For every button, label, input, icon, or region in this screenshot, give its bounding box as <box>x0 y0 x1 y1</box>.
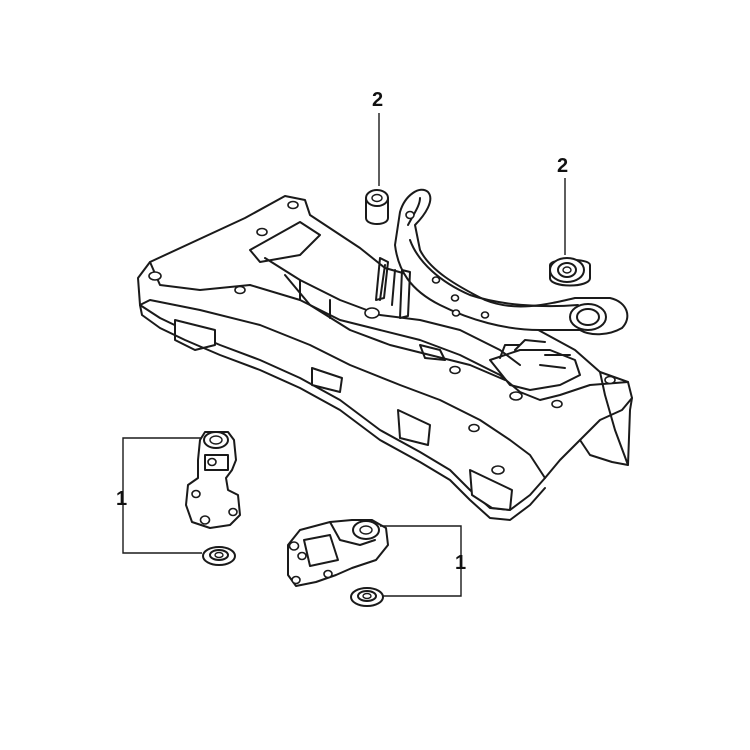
callout-2-right: 2 <box>557 155 568 177</box>
subframe-holes <box>148 200 616 475</box>
washer-right <box>350 587 384 607</box>
leader-lines <box>122 113 566 597</box>
bushing-right <box>549 257 591 287</box>
callout-1-right: 1 <box>455 552 466 574</box>
engine-mount-right <box>287 519 389 587</box>
control-arm <box>394 188 629 336</box>
engine-mount-left <box>185 431 241 529</box>
washer-left <box>202 546 236 566</box>
callout-1-left: 1 <box>116 488 127 510</box>
arm-brackets <box>375 257 411 319</box>
callout-2-left: 2 <box>372 89 383 111</box>
bushing-left <box>365 189 389 225</box>
subframe <box>137 195 633 521</box>
